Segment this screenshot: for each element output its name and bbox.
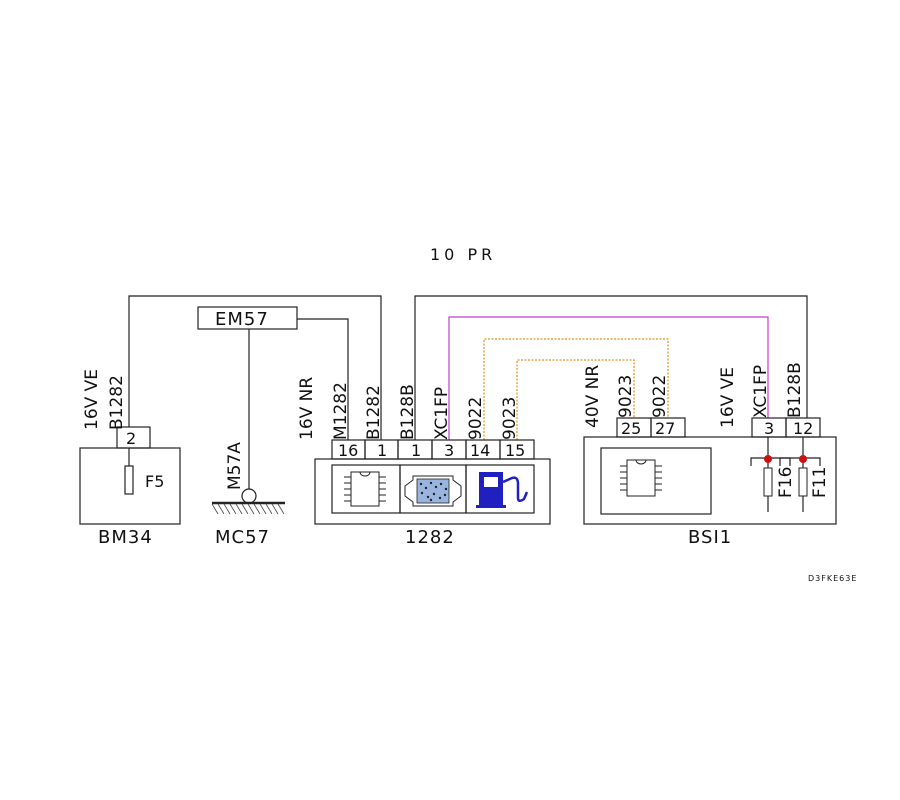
bsi1-pin-27: 27 [655, 419, 675, 438]
em57-name: EM57 [215, 309, 269, 330]
bsi1-pin-3: 3 [764, 419, 774, 438]
c1282-wire-m1282: M1282 [331, 382, 351, 440]
c1282-wire-b128b: B128B [398, 384, 418, 440]
ecu-1282: 16 1 1 3 14 15 [297, 377, 551, 548]
bsi1-pin-12: 12 [793, 419, 813, 438]
wire-b1282 [128, 295, 382, 440]
pin-14: 14 [470, 441, 490, 460]
chip-icon [344, 471, 386, 507]
diagram-reference: D3FKE63E [808, 574, 857, 583]
c1282-wire-spec-16v-nr: 16V NR [297, 377, 317, 440]
bm34-wire-id: B1282 [107, 375, 127, 430]
ecu-1282-name: 1282 [405, 527, 455, 548]
fuel-pump-icon [476, 472, 529, 508]
mc57-name: MC57 [215, 527, 270, 548]
em57-component: EM57 [197, 306, 298, 330]
connector-1282-pins: 16 1 1 3 14 15 [331, 439, 535, 460]
pin-15: 15 [505, 441, 525, 460]
bm34-pin: 2 [126, 429, 136, 448]
bm34-component: 2 F5 BM34 16V VE B1282 [79, 369, 181, 548]
bm34-fuse-label: F5 [145, 472, 164, 491]
bsi1-fuses: F16 F11 [750, 437, 830, 512]
ground-point-icon [241, 488, 257, 504]
fuse-f5-icon [124, 465, 134, 495]
bsi1-wire-9022: 9022 [650, 375, 670, 418]
mc57-wire-id: M57A [225, 442, 245, 490]
bm34-wire-spec: 16V VE [82, 369, 102, 430]
fuse-f16-label: F16 [776, 467, 796, 498]
mc57-ground: M57A MC57 [211, 329, 285, 548]
fuse-f16-icon [763, 467, 773, 497]
wire-b128b [414, 295, 808, 440]
pin-1a: 1 [377, 441, 387, 460]
bsi1-name: BSI1 [688, 527, 732, 548]
pin-16: 16 [338, 441, 358, 460]
bsi1-wire-9023: 9023 [616, 375, 636, 418]
wire-m1282 [297, 318, 349, 440]
pin-3: 3 [444, 441, 454, 460]
c1282-wire-9023: 9023 [500, 397, 520, 440]
bsi1-chip-icon [620, 459, 662, 497]
diagram-title: 10 PR [430, 245, 496, 264]
ground-hatch-icon [211, 503, 285, 515]
bsi1-component: 25 27 3 12 [583, 362, 837, 548]
bsi1-wire-spec-40v-nr: 40V NR [583, 365, 603, 428]
fuse-f16-node-icon [764, 455, 772, 463]
fuse-f11-icon [798, 467, 808, 497]
wire-xc1fp [448, 316, 769, 440]
wire-9023 [516, 359, 635, 440]
fuse-f11-node-icon [799, 455, 807, 463]
bm34-name: BM34 [98, 527, 153, 548]
c1282-wire-xc1fp: XC1FP [432, 387, 452, 440]
bsi1-pin-25: 25 [621, 419, 641, 438]
bsi1-wire-b128b: B128B [785, 362, 805, 418]
pin-1b: 1 [411, 441, 421, 460]
c1282-wire-9022: 9022 [466, 397, 486, 440]
wire-9022 [483, 338, 669, 440]
fuse-f11-label: F11 [810, 467, 830, 498]
bsi1-wire-spec-16v-ve: 16V VE [718, 367, 738, 428]
bsi1-wire-xc1fp: XC1FP [751, 365, 771, 418]
c1282-wire-b1282: B1282 [364, 385, 384, 440]
particle-filter-icon [404, 475, 462, 507]
